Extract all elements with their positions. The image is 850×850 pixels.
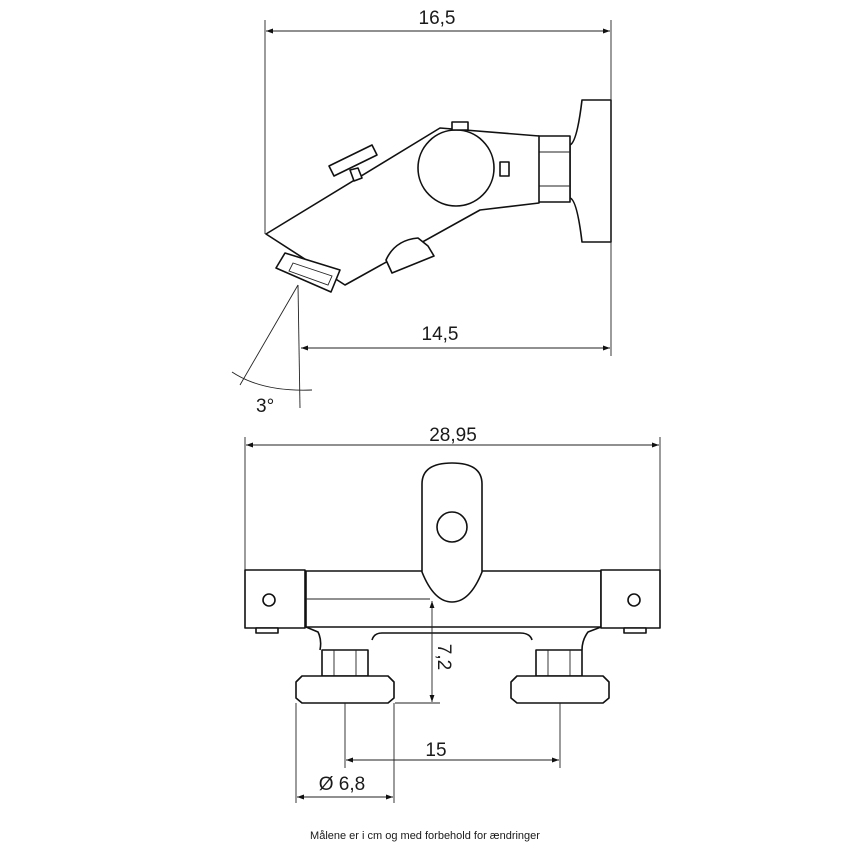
front-right-flange: [510, 675, 610, 704]
front-lever-knob: [436, 511, 468, 543]
dim-label-side-angle: 3°: [256, 396, 274, 417]
dim-label-front-center: 15: [425, 740, 446, 761]
side-bottom-handle: [385, 237, 435, 274]
footnote: Målene er i cm og med forbehold for ændr…: [310, 830, 540, 842]
side-view: 16,5 14,5 3°: [231, 8, 612, 417]
dim-label-front-diameter: Ø 6,8: [319, 774, 365, 795]
front-right-connector: [535, 649, 583, 677]
front-lower-body: [305, 626, 602, 651]
dim-label-side-total: 16,5: [419, 8, 456, 29]
dim-label-side-reach: 14,5: [422, 324, 459, 345]
front-left-flange: [295, 675, 395, 704]
side-aerator: [275, 252, 341, 293]
side-connector: [537, 135, 571, 203]
side-wall-flange: [569, 99, 612, 243]
side-diverter-lever: [328, 144, 378, 177]
dim-label-front-total: 28,95: [429, 425, 477, 446]
front-left-connector: [321, 649, 369, 677]
dim-label-front-height: 7,2: [433, 644, 454, 670]
front-view: 28,95 7,2: [244, 425, 661, 803]
side-control-knob: [417, 129, 495, 207]
